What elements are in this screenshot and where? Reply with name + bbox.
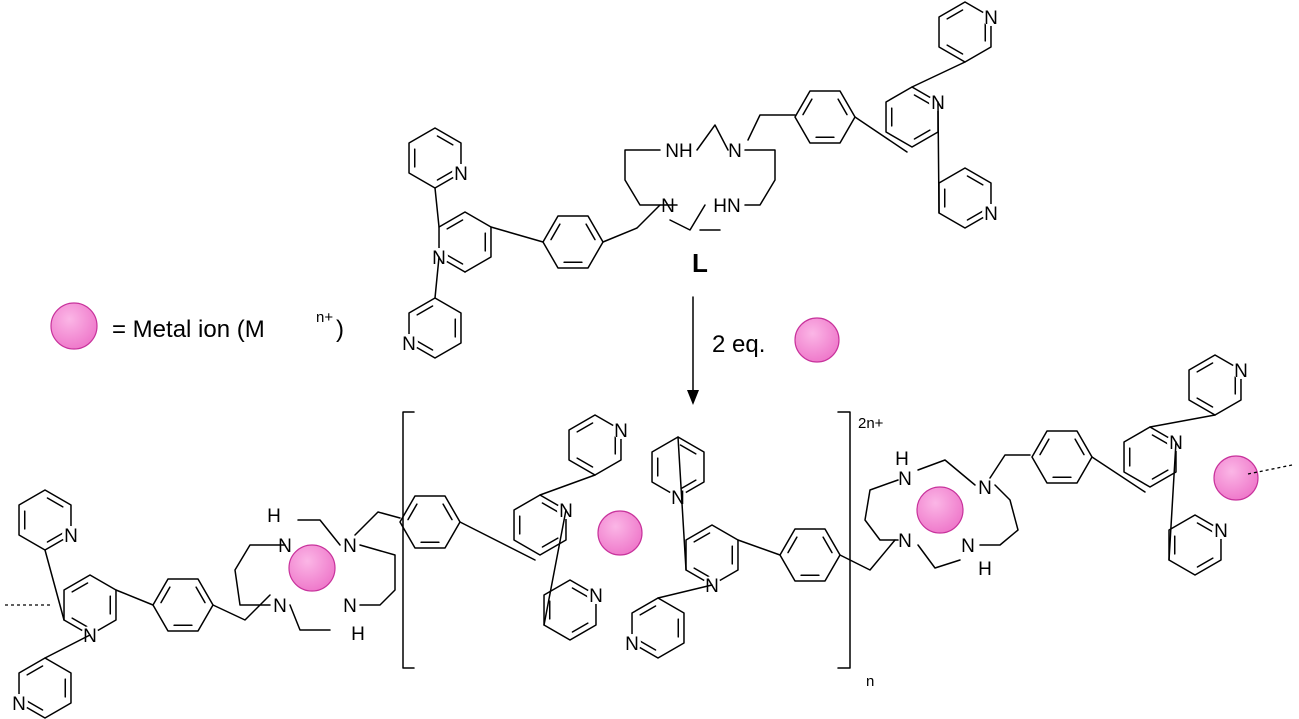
atom-label: H: [978, 559, 992, 580]
atom-label: H: [895, 449, 909, 470]
polymer-right-end: NNN: [1031, 354, 1293, 576]
repeat-label: n: [866, 673, 874, 690]
atom-label: N: [961, 536, 975, 557]
legend-superscript: n+: [316, 309, 333, 326]
legend-text: = Metal ion (M: [112, 316, 265, 343]
atom-label: N: [273, 596, 287, 617]
legend: = Metal ion (M n+): [50, 302, 344, 350]
atom-label: N: [589, 586, 603, 607]
metal-ion: [1213, 455, 1259, 501]
arrow-head: [687, 390, 699, 405]
atom-label: N: [64, 526, 78, 547]
ligand-L-right: NNN: [794, 1, 1000, 229]
charge-label: 2n+: [858, 415, 884, 432]
metal-ion: [916, 486, 964, 534]
atom-label: N: [898, 531, 912, 552]
atom-label: N: [1214, 521, 1228, 542]
atom-label: H: [351, 624, 365, 645]
atom-label: N: [402, 334, 416, 355]
atom-label: N: [984, 8, 998, 29]
metal-ion: [597, 510, 643, 556]
atom-label: HN: [713, 196, 740, 217]
ligand-L: NNN: [400, 127, 661, 359]
atom-label: N: [278, 536, 292, 557]
repeat-bracket-right: 2n+ n: [837, 411, 884, 690]
metal-ion: [794, 317, 840, 363]
reagent-label: 2 eq.: [712, 331, 765, 358]
atom-label: N: [454, 164, 468, 185]
atom-label: N: [978, 478, 992, 499]
legend-close-paren: ): [336, 316, 344, 343]
atom-label: N: [661, 196, 675, 217]
atom-label: N: [1234, 361, 1248, 382]
reaction-arrow: 2 eq.: [687, 296, 840, 405]
atom-label: N: [343, 596, 357, 617]
atom-label: N: [83, 626, 97, 647]
atom-label: NH: [665, 141, 692, 162]
atom-label: N: [705, 576, 719, 597]
metal-ion: [288, 544, 336, 592]
atom-label: N: [12, 694, 26, 715]
repeat-bracket-left: [402, 411, 415, 669]
ligand-label: L: [692, 248, 708, 278]
metal-ion: [50, 302, 98, 350]
atom-label: N: [898, 469, 912, 490]
atom-label: H: [267, 506, 281, 527]
atom-label: N: [614, 421, 628, 442]
cyclam-ring-top: N NH N HN: [624, 114, 796, 231]
atom-label: N: [728, 141, 742, 162]
atom-label: N: [343, 536, 357, 557]
polymer-left-end: N N N: [5, 489, 271, 719]
atom-label: N: [625, 634, 639, 655]
atom-label: N: [984, 204, 998, 225]
ligand-label: L: [692, 248, 708, 278]
